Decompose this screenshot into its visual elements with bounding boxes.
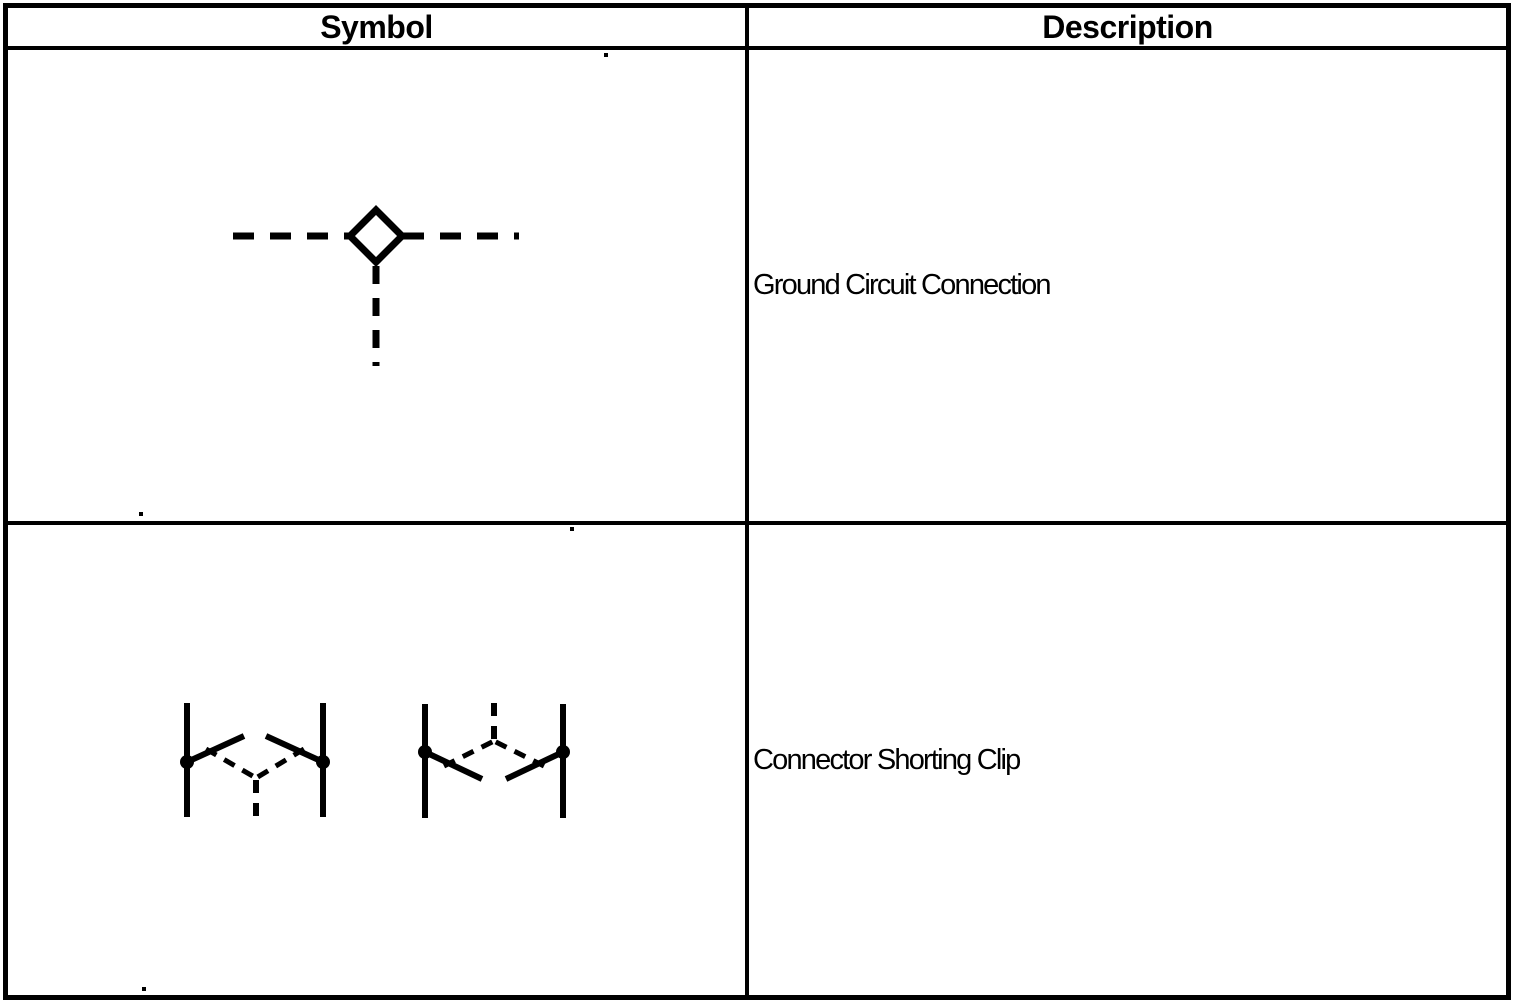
description-cell: Ground Circuit Connection: [753, 269, 1052, 301]
symbol-legend-table: Symbol Description Ground Circuit Connec…: [3, 3, 1511, 1000]
scan-artifact-speck: [604, 53, 608, 57]
diamond-junction: [345, 205, 407, 267]
symbol-cell: [8, 50, 749, 521]
clip-arm: [504, 749, 565, 782]
table-row-connector-shorting-clip: Connector Shorting Clip: [8, 525, 1506, 995]
column-header-description: Description: [1042, 8, 1213, 45]
dashed-clip-arm: [254, 746, 306, 781]
clip-arm: [423, 749, 484, 782]
description-cell: Connector Shorting Clip: [753, 743, 1021, 776]
column-header-symbol: Symbol: [8, 8, 749, 46]
clip-arm: [185, 733, 246, 765]
connector-shorting-clip-icon: [180, 703, 570, 818]
dashed-clip-arm: [204, 746, 258, 781]
scan-artifact-speck: [142, 987, 146, 991]
scan-artifact-speck: [570, 527, 574, 531]
clip-arm: [264, 733, 325, 765]
table-row-ground-circuit-connection: Ground Circuit Connection: [8, 50, 1506, 525]
symbol-cell: [8, 525, 749, 995]
scan-artifact-speck: [139, 512, 143, 516]
table-header-row: Symbol Description: [8, 8, 1506, 50]
dashed-clip-arm: [442, 738, 496, 769]
dashed-clip-arm: [492, 738, 546, 769]
ground-circuit-connection-icon: [233, 205, 519, 366]
